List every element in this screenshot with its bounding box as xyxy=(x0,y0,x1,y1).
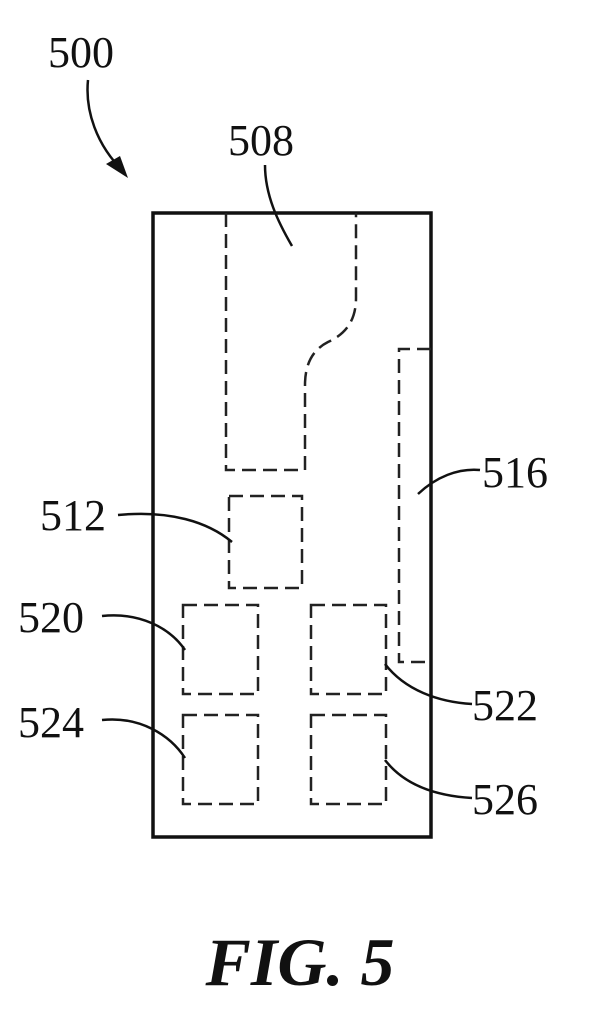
leader-524 xyxy=(101,718,187,759)
device-outline xyxy=(151,211,433,839)
block-522 xyxy=(309,603,388,696)
label-524: 524 xyxy=(18,698,84,747)
block-524 xyxy=(181,713,260,806)
block-520 xyxy=(181,603,260,696)
label-500: 500 xyxy=(48,28,114,77)
label-516: 516 xyxy=(482,448,548,497)
region-512 xyxy=(227,494,304,590)
block-526 xyxy=(309,713,388,806)
label-520: 520 xyxy=(18,593,84,642)
figure-caption: FIG. 5 xyxy=(205,924,395,1000)
label-512: 512 xyxy=(40,491,106,540)
label-508: 508 xyxy=(228,116,294,165)
leader-516 xyxy=(417,468,481,495)
label-522: 522 xyxy=(472,681,538,730)
arrowhead-500-icon xyxy=(106,156,128,178)
leader-526 xyxy=(384,759,473,800)
leader-522 xyxy=(384,663,473,706)
leader-512 xyxy=(117,512,233,543)
leader-508 xyxy=(263,164,294,247)
label-526: 526 xyxy=(472,775,538,824)
leader-520 xyxy=(101,614,187,651)
region-508 xyxy=(224,213,358,472)
region-516 xyxy=(397,347,431,664)
